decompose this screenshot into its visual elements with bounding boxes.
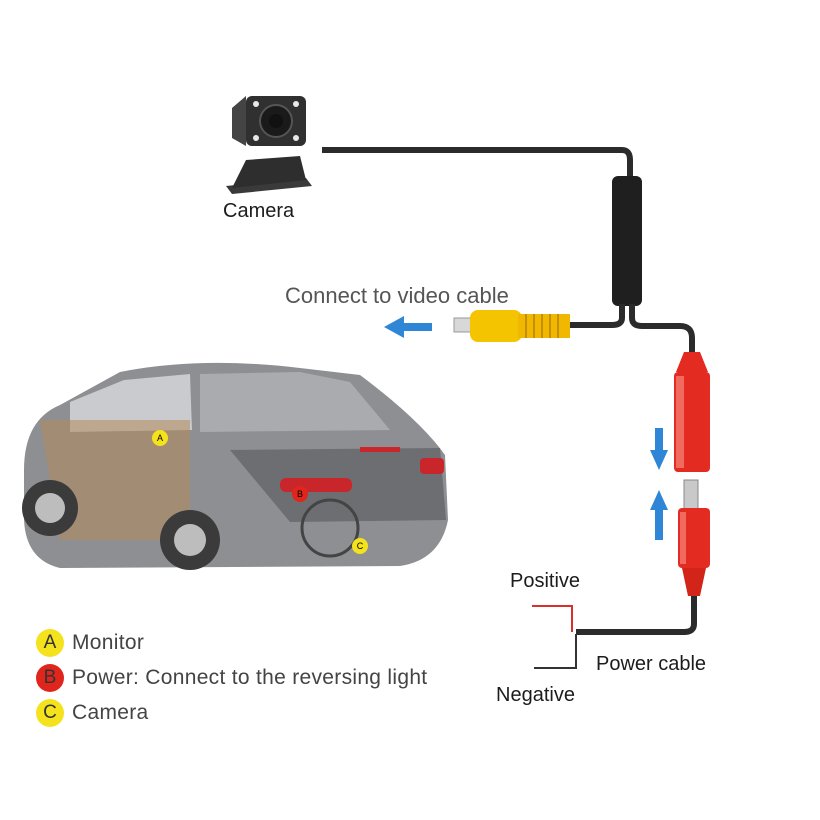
negative-wire: [534, 634, 577, 669]
car-illustration: [22, 362, 448, 570]
camera-icon: [226, 96, 312, 194]
legend-text: Camera: [72, 700, 149, 724]
negative-label: Negative: [496, 684, 575, 706]
legend-text: Monitor: [72, 630, 145, 654]
car-marker-label: A: [157, 433, 163, 443]
dc-connector-male: [678, 479, 710, 596]
arrow-down-icon: [650, 428, 668, 470]
legend: A Monitor B Power: Connect to the revers…: [36, 625, 427, 730]
legend-badge-a: A: [36, 628, 64, 657]
arrow-up-icon: [650, 490, 668, 540]
car-marker-label: B: [297, 489, 303, 499]
rca-plug-icon: [453, 310, 570, 342]
legend-item-camera: C Camera: [36, 695, 427, 730]
dc-connector-female: [674, 352, 710, 472]
legend-item-power: B Power: Connect to the reversing light: [36, 660, 427, 695]
power-cable: [576, 596, 697, 635]
legend-item-monitor: A Monitor: [36, 625, 427, 660]
video-cable: [570, 304, 625, 328]
positive-wire: [532, 605, 573, 632]
power-cable-label: Power cable: [596, 653, 707, 675]
power-branch-cable: [629, 304, 695, 352]
arrow-left-icon: [384, 316, 432, 338]
cable-splitter: [612, 176, 642, 306]
camera-label: Camera: [223, 200, 295, 222]
positive-label: Positive: [510, 570, 581, 592]
video-cable-label: Connect to video cable: [285, 283, 509, 308]
legend-text: Power: Connect to the reversing light: [72, 665, 428, 689]
camera-cable: [322, 147, 633, 178]
legend-badge-c: C: [36, 698, 64, 727]
car-marker-c: [352, 538, 368, 554]
car-marker-b: [292, 486, 308, 502]
legend-badge-b: B: [36, 663, 64, 692]
car-marker-a: [152, 430, 168, 446]
car-marker-label: C: [357, 541, 364, 551]
